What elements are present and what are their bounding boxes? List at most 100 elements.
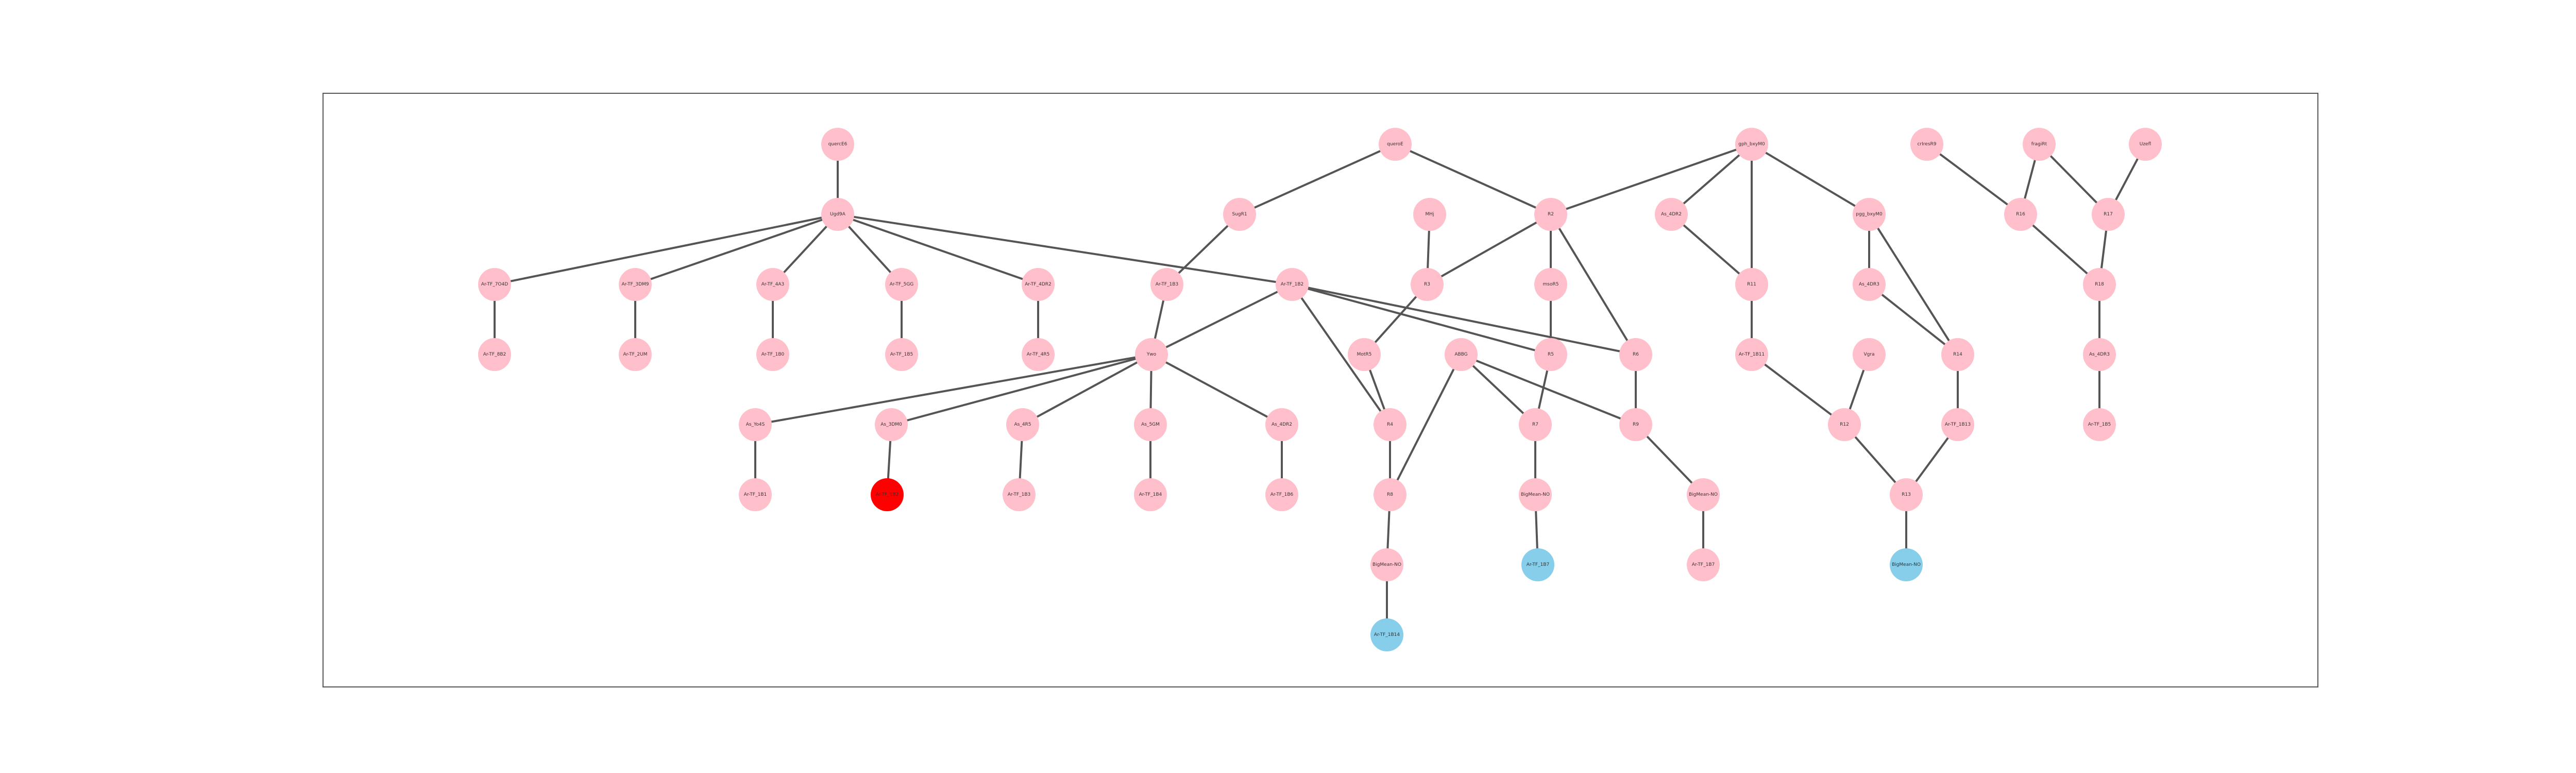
node-circle[interactable]	[1655, 198, 1688, 231]
node-circle[interactable]	[1534, 338, 1567, 371]
node-circle[interactable]	[1445, 338, 1478, 371]
node-circle[interactable]	[1379, 128, 1412, 161]
node-circle[interactable]	[1150, 268, 1183, 301]
node-circle[interactable]	[756, 338, 789, 371]
node-circle[interactable]	[1265, 408, 1298, 441]
graph-node-n_mhj[interactable]: MHj	[1413, 198, 1446, 231]
node-circle[interactable]	[1687, 548, 1720, 581]
graph-node-n_as5[interactable]: As_4DR3	[1853, 268, 1886, 301]
graph-node-n_root3[interactable]: gph_bxyM0	[1735, 128, 1768, 161]
node-circle[interactable]	[1619, 408, 1652, 441]
graph-node-n_t2[interactable]: As_3DM0	[875, 408, 908, 441]
node-circle[interactable]	[1619, 338, 1652, 371]
node-circle[interactable]	[2092, 198, 2125, 231]
node-circle[interactable]	[1374, 478, 1406, 511]
graph-node-n_sugr[interactable]: SugR1	[1223, 198, 1256, 231]
graph-node-n_root2[interactable]: queroE	[1379, 128, 1412, 161]
graph-node-n_R16[interactable]: R16	[2004, 198, 2037, 231]
node-circle[interactable]	[1370, 618, 1403, 651]
node-circle[interactable]	[1890, 478, 1923, 511]
graph-node-n_leaf1[interactable]: Ar-TF_1B14	[1370, 618, 1403, 651]
node-circle[interactable]	[619, 268, 652, 301]
node-circle[interactable]	[1223, 198, 1256, 231]
node-circle[interactable]	[478, 338, 511, 371]
graph-node-n_arp[interactable]: Ar-TF_1B11	[1735, 338, 1768, 371]
node-circle[interactable]	[2129, 128, 2162, 161]
node-circle[interactable]	[1411, 268, 1444, 301]
graph-node-n_R7[interactable]: R7	[1519, 408, 1552, 441]
node-circle[interactable]	[2083, 268, 2116, 301]
graph-node-n_t3[interactable]: As_4R5	[1006, 408, 1039, 441]
node-circle[interactable]	[1735, 128, 1768, 161]
node-circle[interactable]	[1534, 198, 1567, 231]
node-circle[interactable]	[1022, 268, 1055, 301]
graph-node-n_as6[interactable]: As_4DR3	[2083, 338, 2116, 371]
graph-node-n_t1[interactable]: As_Yo4S	[739, 408, 772, 441]
node-circle[interactable]	[1265, 478, 1298, 511]
node-circle[interactable]	[1134, 478, 1167, 511]
node-circle[interactable]	[821, 198, 854, 231]
node-circle[interactable]	[885, 338, 918, 371]
graph-node-n_hub3[interactable]: Ar-TF_1B2	[1276, 268, 1309, 301]
graph-node-n_hub2[interactable]: Ywo	[1135, 338, 1168, 371]
graph-node-n_t3b[interactable]: Ar-TF_1B3	[1003, 478, 1036, 511]
node-circle[interactable]	[1006, 408, 1039, 441]
graph-node-n_t4b[interactable]: Ar-TF_1B4	[1134, 478, 1167, 511]
graph-node-n_c3b[interactable]: Ar-TF_1B0	[756, 338, 789, 371]
node-circle[interactable]	[1519, 408, 1552, 441]
graph-node-n_t2b[interactable]: Ar-TF_1B2	[871, 478, 904, 511]
graph-node-n_hub1[interactable]: Ugd9A	[821, 198, 854, 231]
graph-node-n_c4b[interactable]: Ar-TF_1B5	[885, 338, 918, 371]
node-circle[interactable]	[1735, 338, 1768, 371]
node-circle[interactable]	[1135, 338, 1168, 371]
graph-node-n_vgra[interactable]: Vgra	[1853, 338, 1886, 371]
graph-node-n_R18[interactable]: R18	[2083, 268, 2116, 301]
graph-node-n_c3[interactable]: Ar-TF_4A3	[756, 268, 789, 301]
node-circle[interactable]	[739, 408, 772, 441]
graph-node-n_big1[interactable]: BigMean-NO	[1370, 548, 1403, 581]
graph-node-n_R11[interactable]: R11	[1735, 268, 1768, 301]
node-circle[interactable]	[619, 338, 652, 371]
graph-node-n_R8[interactable]: R8	[1374, 478, 1406, 511]
graph-node-n_c5[interactable]: Ar-TF_4DR2	[1022, 268, 1055, 301]
graph-node-n_mi1[interactable]: crIresR9	[1910, 128, 1943, 161]
graph-node-n_mi2[interactable]: fragiRt	[2023, 128, 2056, 161]
node-circle[interactable]	[1735, 268, 1768, 301]
graph-node-n_t5b[interactable]: Ar-TF_1B6	[1265, 478, 1298, 511]
node-circle[interactable]	[2023, 128, 2056, 161]
graph-node-n_root1[interactable]: quercE6	[821, 128, 854, 161]
graph-node-n_abbg[interactable]: ABBG	[1445, 338, 1478, 371]
graph-node-n_R3[interactable]: R3	[1411, 268, 1444, 301]
graph-node-n_t1b[interactable]: Ar-TF_1B1	[739, 478, 772, 511]
node-circle[interactable]	[1853, 268, 1886, 301]
node-circle[interactable]	[821, 128, 854, 161]
graph-node-n_c2b[interactable]: Ar-TF_2UM	[619, 338, 652, 371]
node-circle[interactable]	[1519, 478, 1552, 511]
graph-node-n_t4[interactable]: As_5GM	[1134, 408, 1167, 441]
node-circle[interactable]	[1890, 548, 1923, 581]
node-circle[interactable]	[1348, 338, 1381, 371]
node-circle[interactable]	[1853, 338, 1886, 371]
graph-node-n_c4[interactable]: Ar-TF_5GG	[885, 268, 918, 301]
graph-node-n_R14[interactable]: R14	[1941, 338, 1974, 371]
graph-node-n_c8[interactable]: Ar-TF_1B7	[1687, 548, 1720, 581]
node-circle[interactable]	[1687, 478, 1720, 511]
graph-node-n_t5[interactable]: As_4DR2	[1265, 408, 1298, 441]
node-circle[interactable]	[2004, 198, 2037, 231]
graph-node-n_R4[interactable]: R4	[1374, 408, 1406, 441]
graph-node-n_big4[interactable]: BigMean-NO	[1890, 548, 1923, 581]
node-circle[interactable]	[2083, 408, 2116, 441]
node-circle[interactable]	[1534, 268, 1567, 301]
node-circle[interactable]	[2083, 338, 2116, 371]
node-circle[interactable]	[1941, 408, 1974, 441]
node-circle[interactable]	[1134, 408, 1167, 441]
graph-node-n_big2[interactable]: BigMean-NO	[1519, 478, 1552, 511]
node-circle[interactable]	[1022, 338, 1055, 371]
node-circle[interactable]	[478, 268, 511, 301]
node-circle[interactable]	[1413, 198, 1446, 231]
node-circle[interactable]	[871, 478, 904, 511]
graph-node-n_pgg[interactable]: pgg_bxyM0	[1853, 198, 1886, 231]
node-circle[interactable]	[1003, 478, 1036, 511]
graph-node-n_mod[interactable]: msoR5	[1534, 268, 1567, 301]
graph-node-n_c5b[interactable]: Ar-TF_4R5	[1022, 338, 1055, 371]
